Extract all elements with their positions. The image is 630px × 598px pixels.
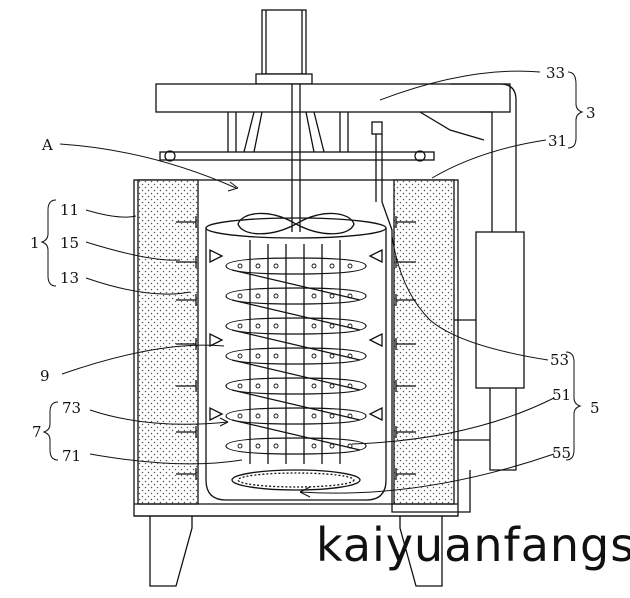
callout-51: 51 — [552, 386, 571, 404]
callout-3: 3 — [586, 104, 596, 122]
motor — [255, 9, 313, 85]
callout-A: A — [41, 136, 53, 154]
side-pipe — [375, 134, 525, 513]
callout-33: 33 — [546, 64, 565, 82]
inner-vessel — [205, 217, 387, 501]
bottom-ring — [231, 469, 361, 491]
top-frame — [155, 83, 517, 232]
braces — [40, 71, 584, 461]
callout-53: 53 — [550, 351, 569, 369]
callout-9: 9 — [40, 367, 50, 385]
watermark: kaiyuanfangsl — [316, 518, 630, 572]
wall-nozzles — [176, 216, 416, 480]
spiral-coil — [225, 257, 367, 455]
callout-71: 71 — [62, 447, 81, 465]
callout-13: 13 — [60, 269, 79, 287]
support-rods — [227, 111, 349, 153]
callout-55: 55 — [552, 444, 571, 462]
callout-73: 73 — [62, 399, 81, 417]
callout-15: 15 — [60, 234, 79, 252]
callout-5: 5 — [590, 399, 600, 417]
callout-1: 1 — [30, 234, 40, 252]
callout-labels: 33 3 31 A 11 1 15 13 9 53 51 5 73 7 71 5… — [30, 64, 600, 465]
coil-frame — [249, 240, 341, 464]
callout-31: 31 — [548, 132, 567, 150]
legs — [149, 516, 443, 587]
callout-7: 7 — [32, 423, 42, 441]
lid-plate — [159, 121, 435, 162]
callout-11: 11 — [60, 201, 79, 219]
leader-lines — [59, 70, 555, 498]
agitator — [237, 84, 355, 235]
